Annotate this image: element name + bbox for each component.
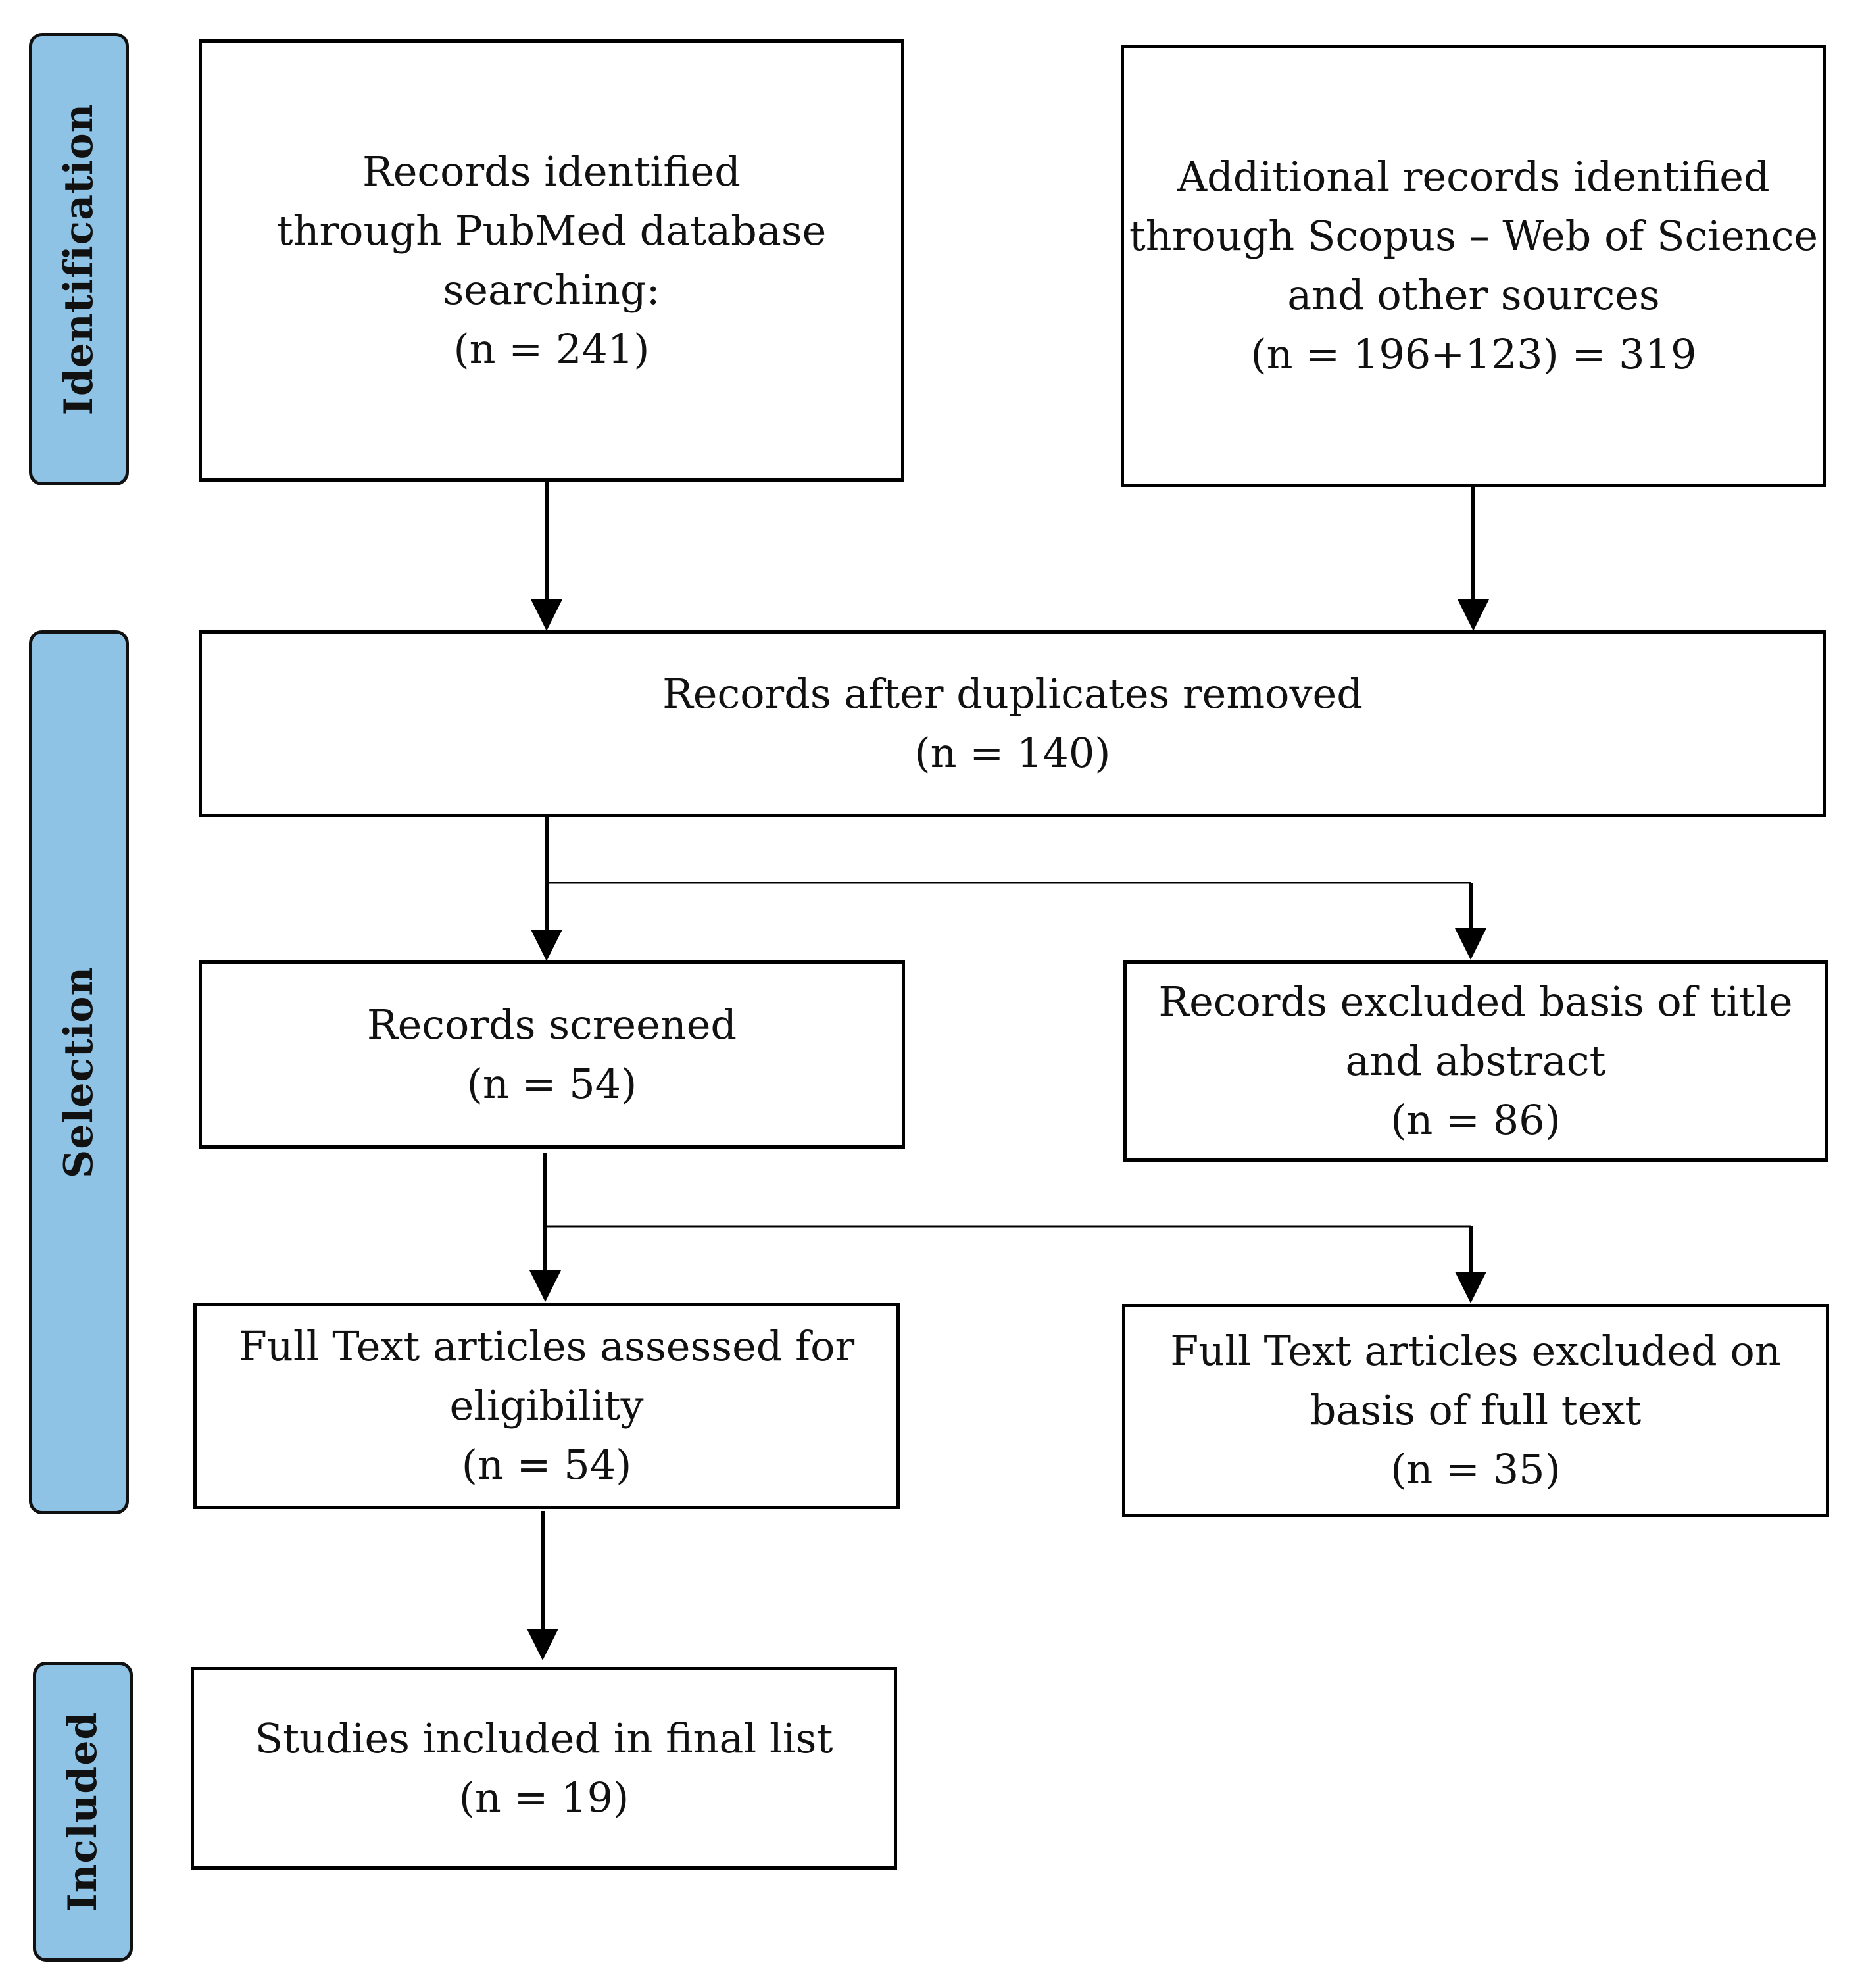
box-records-screened: Records screened (n = 54): [199, 960, 905, 1149]
box-line: Studies included in final list: [255, 1714, 833, 1763]
box-full-text-excluded: Full Text articles excluded on basis of …: [1122, 1304, 1829, 1517]
box-full-text-assessed: Full Text articles assessed for eligibil…: [193, 1303, 900, 1509]
phase-included-label: Included: [60, 1711, 106, 1912]
box-line: basis of full text: [1310, 1386, 1642, 1435]
arrow-duplicates-to-excluded: [547, 882, 1486, 960]
box-line: (n = 241): [453, 324, 650, 373]
phase-identification-label: Identification: [56, 103, 102, 416]
box-line: (n = 140): [914, 729, 1111, 777]
box-line: Records identified: [362, 147, 741, 196]
box-line: through PubMed database: [276, 207, 827, 255]
phase-identification: Identification: [29, 33, 129, 485]
box-line: (n = 54): [466, 1060, 637, 1108]
phase-included: Included: [33, 1662, 133, 1962]
box-line: Full Text articles assessed for: [238, 1322, 855, 1371]
box-line: (n = 196+123) = 319: [1250, 330, 1697, 378]
box-line: Records after duplicates removed: [662, 670, 1363, 718]
box-line: Records screened: [366, 1001, 737, 1049]
box-duplicates-removed: Records after duplicates removed (n = 14…: [199, 630, 1826, 817]
box-studies-included: Studies included in final list (n = 19): [191, 1667, 897, 1870]
arrow-screened-to-fulltext-excluded: [545, 1225, 1486, 1303]
box-line: and abstract: [1345, 1037, 1606, 1085]
box-line: Records excluded basis of title: [1158, 978, 1793, 1026]
box-line: eligibility: [449, 1381, 644, 1430]
box-line: (n = 19): [458, 1774, 629, 1822]
box-pubmed-records: Records identified through PubMed databa…: [199, 39, 904, 482]
box-line: Additional records identified: [1177, 153, 1770, 201]
box-additional-records: Additional records identified through Sc…: [1121, 45, 1826, 487]
box-line: (n = 35): [1390, 1445, 1561, 1493]
box-line: and other sources: [1287, 271, 1660, 319]
box-line: (n = 86): [1390, 1095, 1561, 1144]
box-line: through Scopus – Web of Science: [1129, 212, 1819, 261]
phase-selection-label: Selection: [56, 966, 102, 1179]
box-line: Full Text articles excluded on: [1170, 1327, 1781, 1376]
phase-selection: Selection: [29, 630, 129, 1514]
box-line: searching:: [443, 266, 660, 314]
box-records-excluded: Records excluded basis of title and abst…: [1123, 960, 1828, 1162]
box-line: (n = 54): [461, 1440, 632, 1489]
